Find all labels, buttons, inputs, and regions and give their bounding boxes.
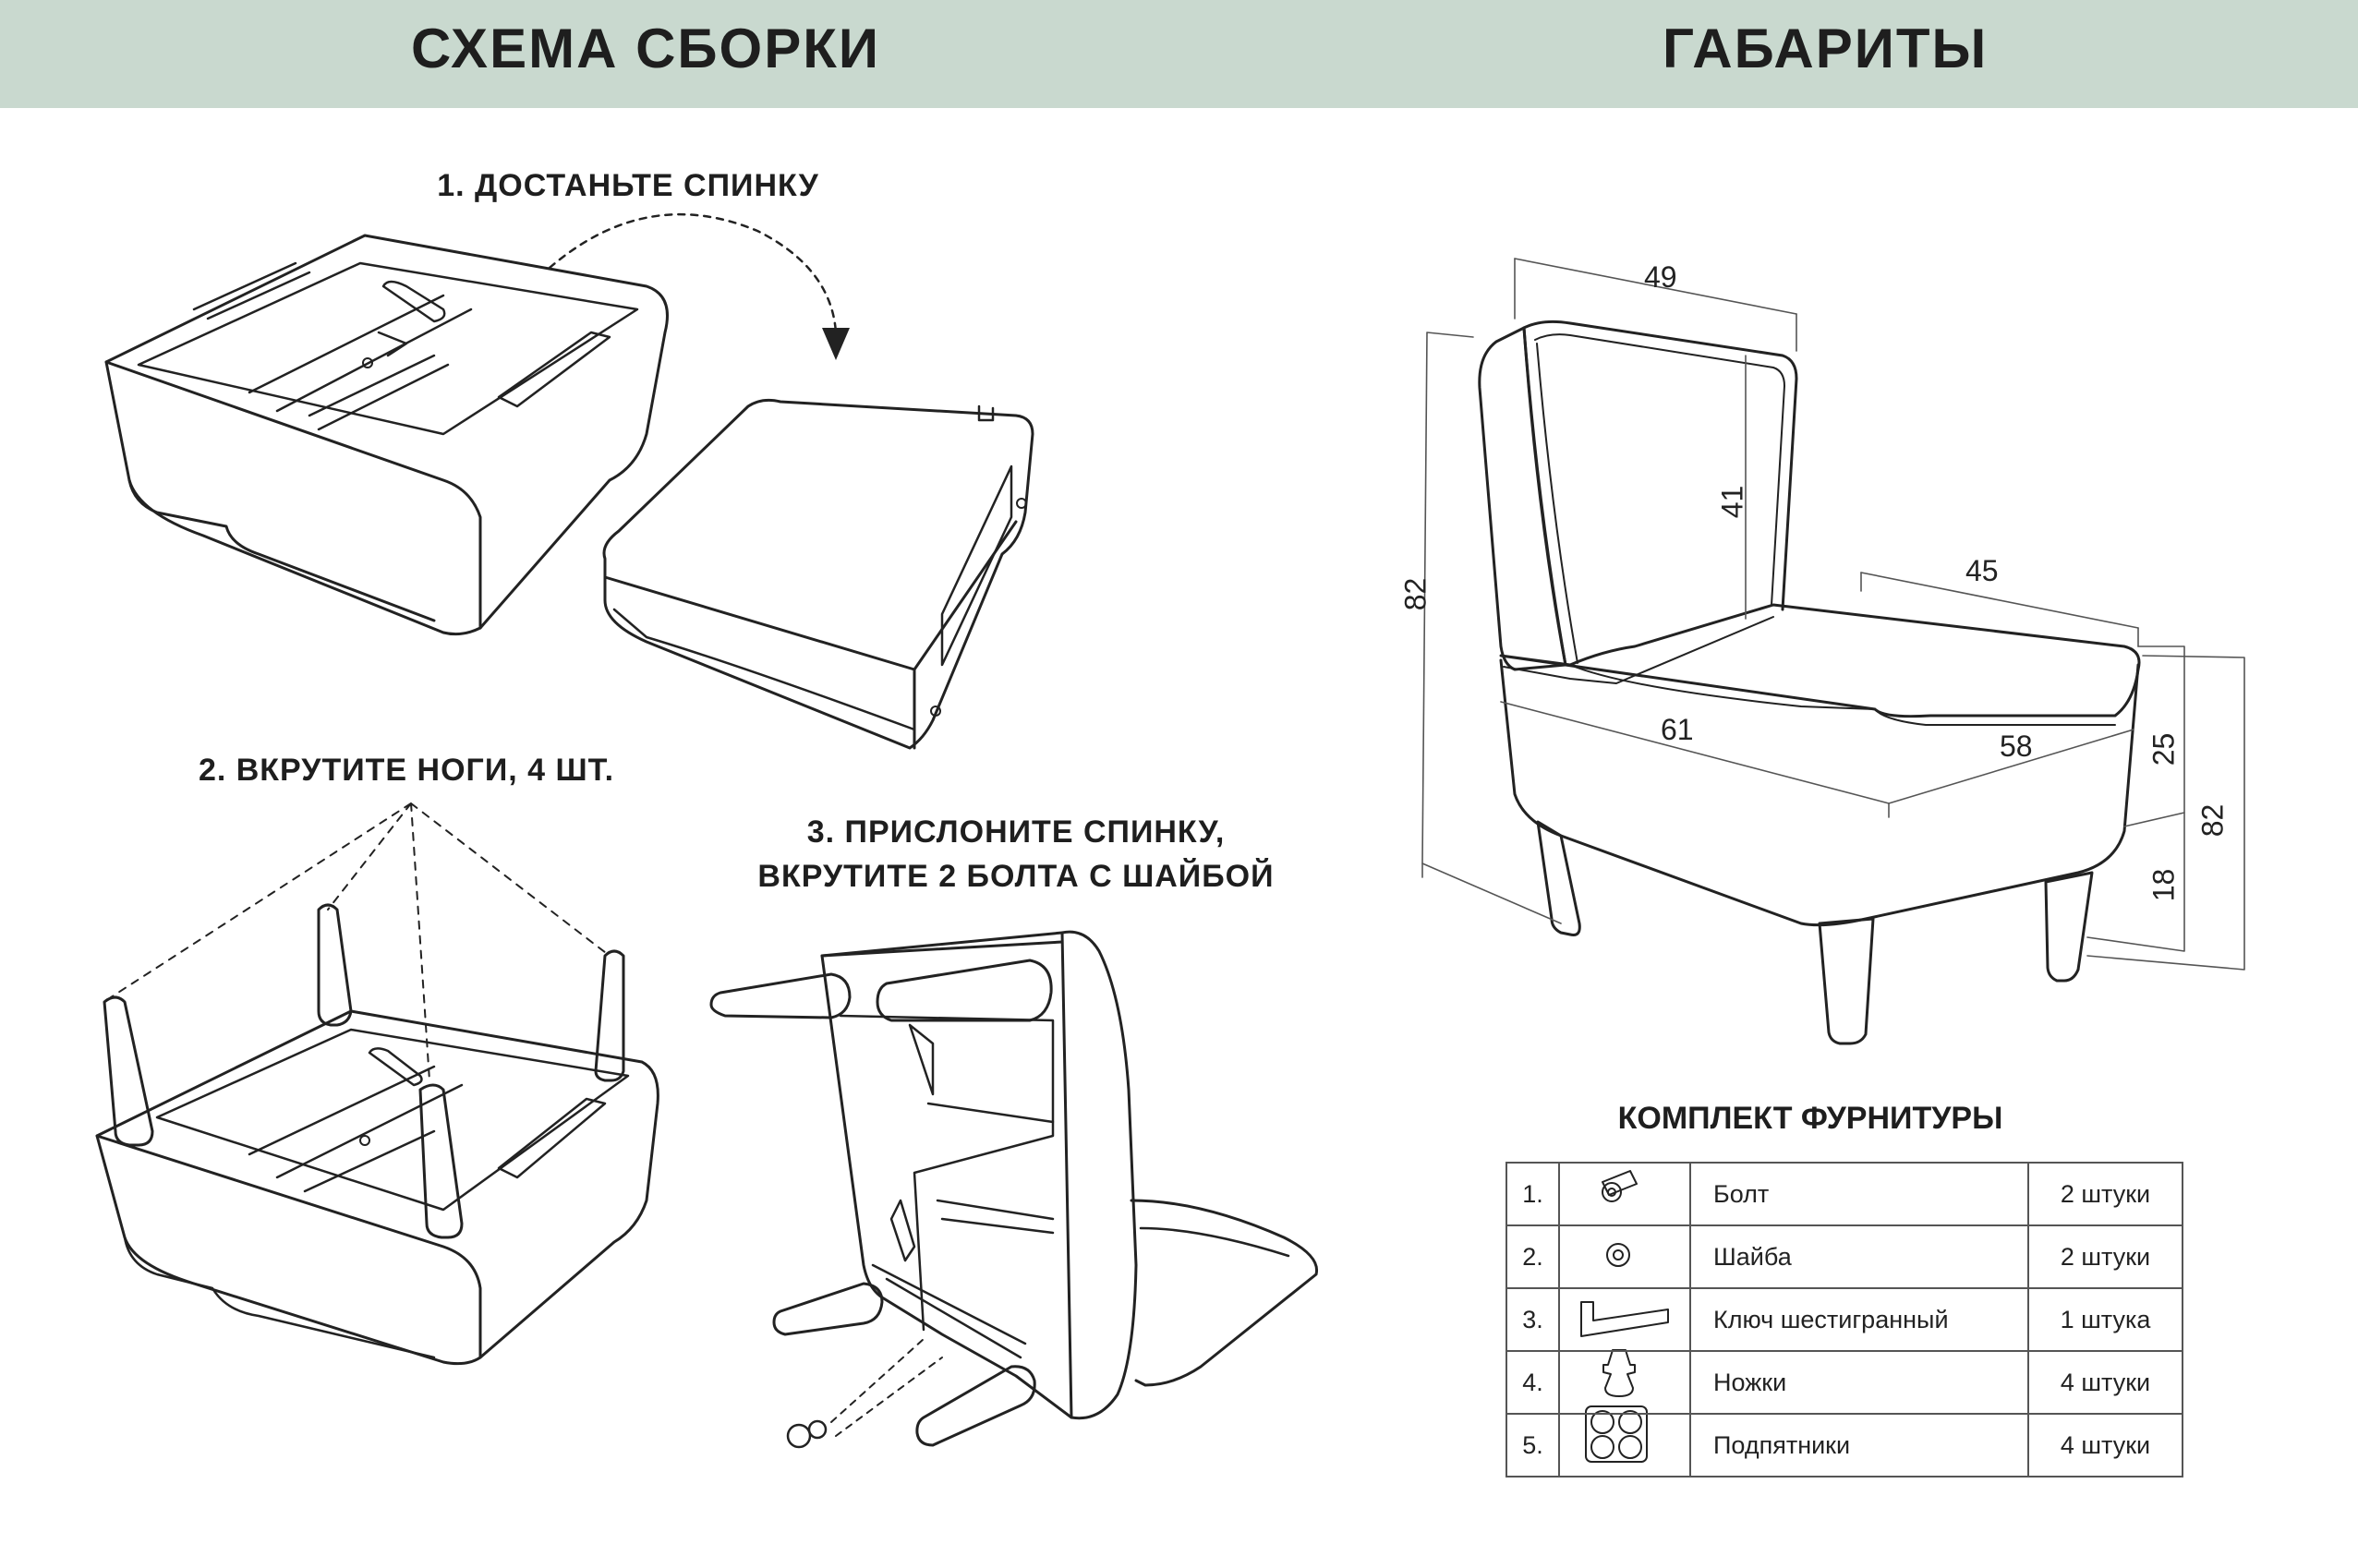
- kit-row-qty: 1 штука: [2027, 1287, 2183, 1352]
- step1-backrest-illustration: [602, 398, 1034, 750]
- kit-row-num: 2.: [1505, 1224, 1560, 1289]
- kit-row-name: Подпятники: [1689, 1413, 2029, 1478]
- armchair-dimensions-illustration: [1421, 258, 2245, 1045]
- kit-row-qty: 2 штуки: [2027, 1224, 2183, 1289]
- dim-back-width: 49: [1644, 260, 1677, 294]
- step1-arrow: [548, 212, 850, 360]
- dim-seat-width: 61: [1661, 713, 1694, 746]
- step1-caption: 1. ДОСТАНЬТЕ СПИНКУ: [437, 168, 819, 203]
- table-row: 5. Подпятники 4 штуки: [1505, 1413, 2183, 1478]
- dim-back-height: 41: [1715, 485, 1749, 519]
- kit-row-name: Ножки: [1689, 1350, 2029, 1415]
- dim-seat-depth-top: 45: [1965, 554, 1999, 587]
- kit-row-icon-cell: [1558, 1350, 1691, 1415]
- dimensions-title: ГАБАРИТЫ: [1663, 18, 1989, 79]
- dim-total-height-right: 82: [2195, 803, 2230, 838]
- step3-caption-line2: ВКРУТИТЕ 2 БОЛТА С ШАЙБОЙ: [757, 859, 1275, 894]
- kit-row-icon-cell: [1558, 1413, 1691, 1478]
- table-row: 3. Ключ шестигранный 1 штука: [1505, 1287, 2183, 1352]
- kit-row-qty: 4 штуки: [2027, 1413, 2183, 1478]
- table-row: 2. Шайба 2 штуки: [1505, 1224, 2183, 1289]
- step3-backrest-attach-illustration: [709, 930, 1319, 1449]
- step3-caption-line1: 3. ПРИСЛОНИТЕ СПИНКУ,: [806, 814, 1226, 850]
- kit-row-num: 4.: [1505, 1350, 1560, 1415]
- assembly-title: СХЕМА СБОРКИ: [411, 18, 880, 79]
- kit-title: КОМПЛЕКТ ФУРНИТУРЫ: [1617, 1101, 2003, 1136]
- kit-row-num: 1.: [1505, 1162, 1560, 1226]
- dim-seat-thickness: 25: [2146, 732, 2181, 766]
- dim-leg-height: 18: [2146, 868, 2181, 902]
- table-row: 1. Болт 2 штуки: [1505, 1162, 2183, 1226]
- kit-row-name: Болт: [1689, 1162, 2029, 1226]
- step2-seat-with-legs-illustration: [95, 802, 659, 1366]
- step2-caption: 2. ВКРУТИТЕ НОГИ, 4 ШТ.: [198, 753, 615, 788]
- dim-total-height-left: 82: [1398, 577, 1433, 611]
- dim-seat-depth: 58: [2000, 730, 2033, 763]
- kit-row-num: 5.: [1505, 1413, 1560, 1478]
- kit-row-name: Шайба: [1689, 1224, 2029, 1289]
- table-row: 4. Ножки 4 штуки: [1505, 1350, 2183, 1415]
- kit-row-num: 3.: [1505, 1287, 1560, 1352]
- step1-seat-box-illustration: [104, 234, 669, 636]
- kit-row-icon-cell: [1558, 1162, 1691, 1226]
- kit-row-qty: 2 штуки: [2027, 1162, 2183, 1226]
- kit-row-name: Ключ шестигранный: [1689, 1287, 2029, 1352]
- kit-row-qty: 4 штуки: [2027, 1350, 2183, 1415]
- kit-row-icon-cell: [1558, 1287, 1691, 1352]
- kit-table: 1. Болт 2 штуки 2. Шайба 2 штуки 3. Ключ…: [1505, 1162, 2183, 1478]
- header-band: СХЕМА СБОРКИ ГАБАРИТЫ: [0, 0, 2358, 108]
- kit-row-icon-cell: [1558, 1224, 1691, 1289]
